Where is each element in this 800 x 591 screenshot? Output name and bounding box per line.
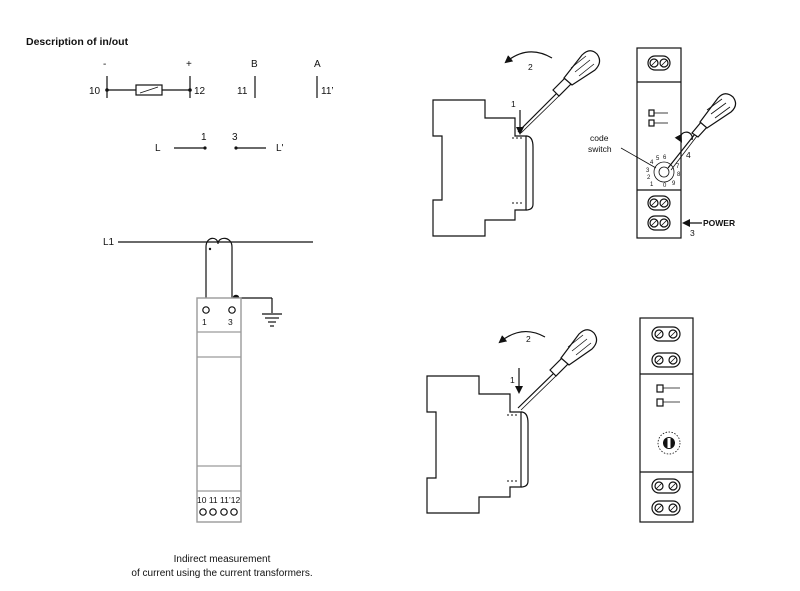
step-1-label-bottom: 1 [510,375,515,385]
device-front-view-bottom [639,317,694,523]
relay-device-front: 1 3 10 11 11’12 [196,297,242,523]
svg-text:5: 5 [656,156,660,162]
svg-text:8: 8 [677,172,681,178]
terminal-lp-label: L' [276,143,284,154]
step-3-label: 3 [690,228,695,238]
svg-text:2: 2 [647,175,651,181]
contact-1-label: 1 [201,132,207,143]
minus-sign: - [103,59,106,70]
terminal-11p-label: 11’ [321,86,334,97]
device-bottom-terminals: 10 11 11’12 [197,495,240,505]
screwdriver-icon [517,50,601,134]
svg-text:7: 7 [676,164,680,170]
device-front-view-top: 4 5 6 3 7 2 8 1 0 9 code switch 4 [588,47,737,239]
line-l1-label: L1 [103,237,115,248]
terminal-a-label: A [314,59,321,70]
svg-text:6: 6 [663,155,667,161]
step-1-label-top: 1 [511,99,516,109]
power-label: POWER [703,218,735,228]
svg-text:9: 9 [672,181,676,187]
terminal-11-label: 11 [237,86,248,97]
contact-3-label: 3 [232,132,238,143]
current-transformer [205,237,233,248]
terminal-12-label: 12 [194,86,206,97]
svg-text:3: 3 [646,168,650,174]
mounting-side-view-bottom: 1 2 [426,329,598,514]
ground-icon [262,313,282,327]
terminal-b-label: B [251,59,258,70]
code-switch-label-line1: code [590,133,609,143]
terminal-l-label: L [155,143,161,154]
svg-text:0: 0 [663,183,667,189]
terminal-10-label: 10 [89,86,101,97]
svg-text:4: 4 [650,160,654,166]
contact-inputs: 1 3 L L' [155,132,284,154]
mounting-side-view-top: 1 2 [432,50,601,237]
supply-terminals: - + 10 12 [89,59,206,98]
code-switch-label-line2: switch [588,144,612,154]
code-switch-dial[interactable] [657,431,681,455]
code-switch-dial[interactable]: 4 5 6 3 7 2 8 1 0 9 [646,155,681,189]
wiring-diagram: L1 1 3 10 11 11’12 [103,237,313,579]
screwdriver-icon [517,329,598,411]
device-terminal-1: 1 [202,317,207,327]
caption-line-2: of current using the current transformer… [131,568,312,579]
device-terminal-3: 3 [228,317,233,327]
step-4-label: 4 [686,150,691,160]
svg-text:1: 1 [650,182,654,188]
section-title: Description of in/out [26,36,129,48]
step-2-label-bottom: 2 [526,334,531,344]
plus-sign: + [186,59,192,70]
step-2-label-top: 2 [528,62,533,72]
caption-line-1: Indirect measurement [174,554,271,565]
output-terminals: B 11 A 11’ [237,59,334,98]
screwdriver-icon [667,93,737,171]
